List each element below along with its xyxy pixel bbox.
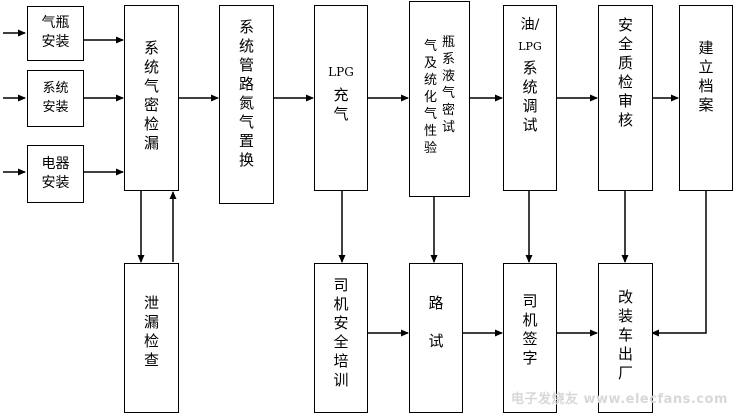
box-label: 安 全 质 检 审 核 [617,16,633,129]
box-label: 电器 安装 [41,156,70,191]
box-road-test: 路 试 [409,263,463,413]
box-label-col1: 气 及 统 化 气 性 验 [423,39,437,156]
box-label: 系 统 调 试 [522,59,538,134]
arrow-archive-to-release [651,191,707,337]
box-pipeline-nitrogen-purge: 系 统 管 路 氮 气 置 换 [219,5,274,204]
box-label: 改 装 车 出 厂 [617,288,633,382]
box-safety-inspection: 安 全 质 检 审 核 [598,5,653,191]
box-label-oil: 油/ [520,17,540,33]
box-driver-sign: 司 机 签 字 [503,263,557,413]
box-label: 建 立 档 案 [698,39,714,114]
box-lpg-filling: LPG 充 气 [314,5,368,191]
box-label-lpg: LPG [518,40,542,53]
box-label: 系 统 管 路 氮 气 置 换 [238,18,254,169]
watermark: 电子发烧友 www.elecfans.com [510,392,728,407]
box-label: 司 机 安 全 培 训 [333,276,349,389]
box-label: 路 试 [428,294,444,350]
box-label: 系 统 气 密 检 漏 [143,39,159,152]
box-vehicle-release: 改 装 车 出 厂 [598,263,653,413]
box-bottle-system-test: 气 及 统 化 气 性 验 瓶 系 液 气 密 试 [409,1,470,197]
box-label-col2: 瓶 系 液 气 密 试 [441,35,455,135]
box-label: 充 气 [333,86,349,123]
box-leak-inspection: 泄 漏 检 查 [124,263,179,413]
box-driver-safety-training: 司 机 安 全 培 训 [314,263,368,413]
box-gas-bottle-install: 气瓶 安装 [27,6,84,61]
box-label-lpg: LPG [328,65,354,79]
box-electrical-install: 电器 安装 [27,145,84,203]
box-label: 系统 安装 [42,81,69,115]
box-label: 司 机 签 字 [522,292,538,367]
box-label: 气瓶 安装 [41,15,70,50]
box-system-install: 系统 安装 [27,70,84,127]
box-system-leak-check: 系 统 气 密 检 漏 [124,5,179,191]
box-archive: 建 立 档 案 [679,5,733,191]
box-oil-lpg-debug: 油/ LPG 系 统 调 试 [503,5,557,191]
box-label: 泄 漏 检 查 [143,294,159,369]
